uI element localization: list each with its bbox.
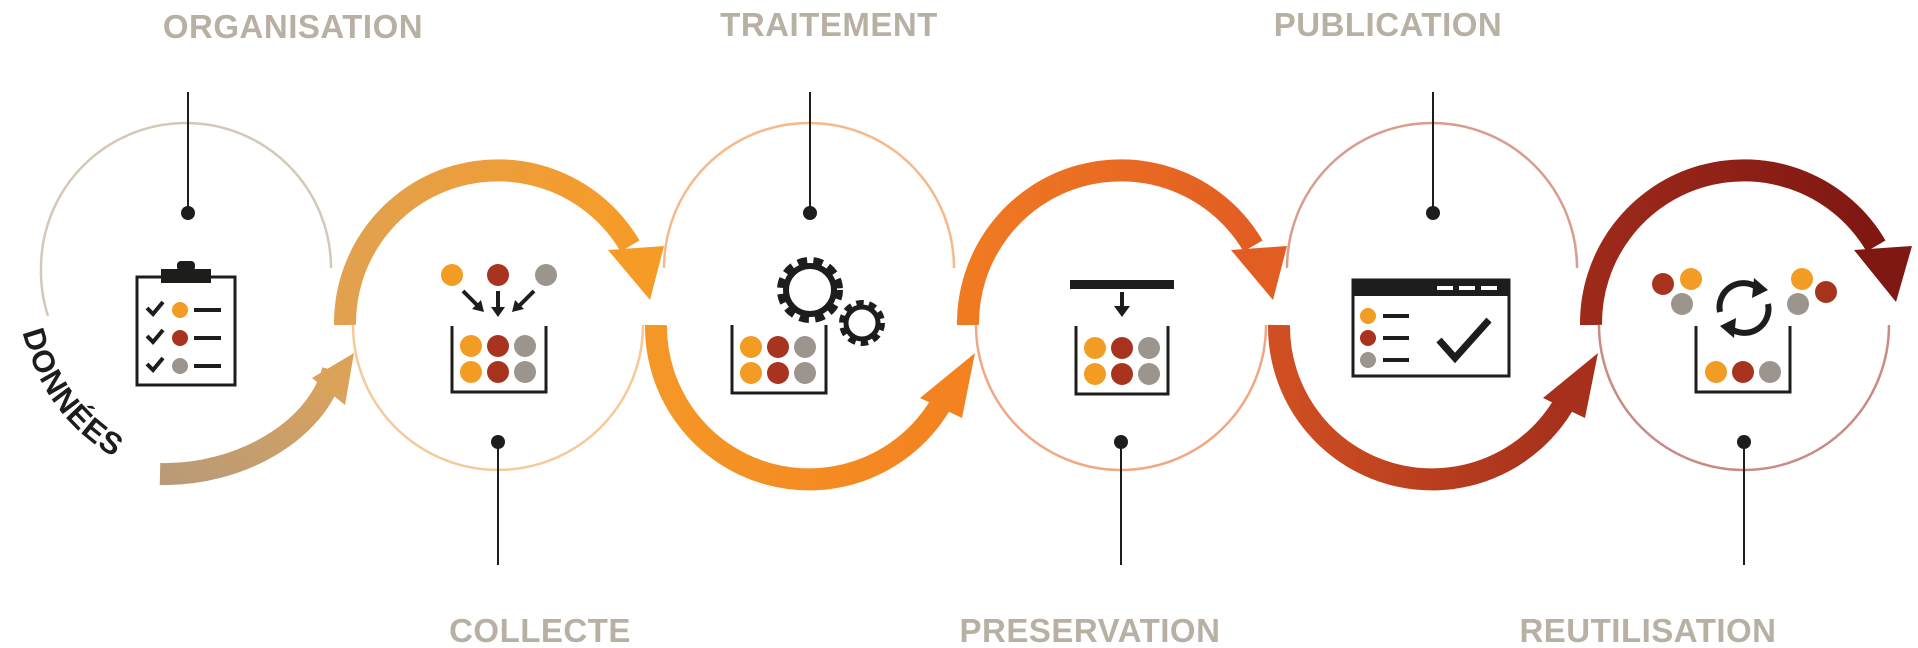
circle-outline-organisation-left [39, 267, 50, 317]
connector-dot-publication [1426, 206, 1440, 220]
stage-label-traitement: TRAITEMENT [720, 6, 938, 43]
recycle-reuse-icon [1652, 268, 1837, 394]
arc-reutilisation-top [1579, 159, 1886, 326]
connector-dot-preservation [1114, 435, 1128, 449]
circle-outline-organisation [39, 121, 333, 269]
arc-donnees-to-organisation [159, 366, 344, 486]
arc-preservation-top [956, 159, 1263, 326]
connectors [187, 92, 1745, 565]
stage-label-collecte: COLLECTE [449, 612, 631, 648]
gear-small-icon [839, 300, 885, 346]
arrow-head-6 [1854, 246, 1912, 302]
checkmark-icon [1436, 317, 1492, 364]
gear-large-icon [777, 257, 843, 323]
press-archive-icon [1070, 280, 1174, 396]
arrow-head-5 [1543, 353, 1598, 418]
refresh-arrows-icon [1716, 278, 1772, 338]
arc-publication-bottom [1267, 324, 1575, 491]
stage-label-organisation: ORGANISATION [163, 8, 423, 45]
arrow-arcs [159, 159, 1886, 491]
stage-label-reutilisation: REUTILISATION [1519, 612, 1776, 648]
web-publication-icon [1351, 278, 1511, 378]
donnees-label-path: DONNÉES [16, 324, 129, 464]
collect-bin-icon [441, 264, 557, 394]
arrow-head-1 [312, 353, 354, 405]
donnees-label: DONNÉES [16, 324, 130, 464]
stage-label-preservation: PRESERVATION [960, 612, 1221, 648]
connector-dot-organisation [181, 206, 195, 220]
arc-collecte-top [333, 159, 640, 326]
stage-label-publication: PUBLICATION [1274, 6, 1503, 43]
arrow-heads [312, 246, 1912, 418]
connector-dots [181, 206, 1751, 449]
arrow-head-3 [920, 353, 975, 418]
clipboard-checklist-icon [135, 261, 237, 387]
connector-dot-reutilisation [1737, 435, 1751, 449]
arrow-head-4 [1231, 246, 1287, 300]
gears-processing-icon [730, 257, 885, 395]
connector-dot-traitement [803, 206, 817, 220]
connector-dot-collecte [491, 435, 505, 449]
stage-labels: ORGANISATION COLLECTE TRAITEMENT PRESERV… [163, 6, 1776, 648]
arrow-head-2 [608, 246, 664, 300]
arc-traitement-bottom [644, 324, 952, 491]
